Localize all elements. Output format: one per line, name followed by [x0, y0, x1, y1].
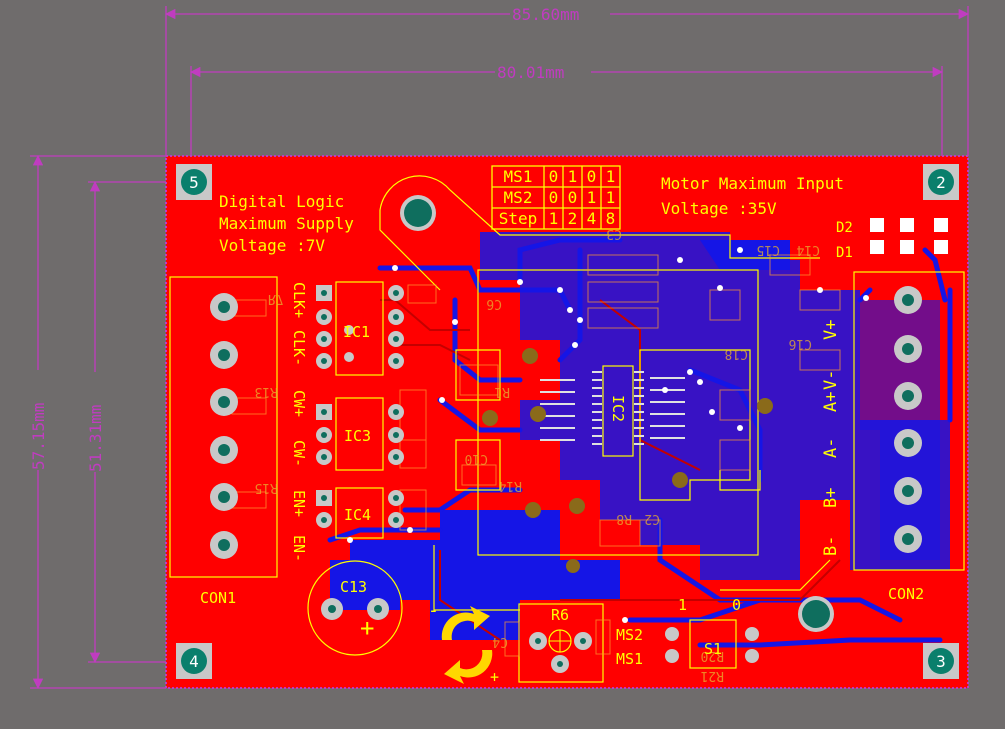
con1-pin-label: CLK+	[290, 282, 308, 318]
con1-pin-label: CLK-	[290, 330, 308, 366]
corner-label-4: 4	[189, 652, 199, 671]
step-table-cell: 1	[587, 188, 597, 207]
svg-text:R7: R7	[268, 291, 284, 306]
step-table-cell: 1	[606, 167, 616, 186]
svg-text:C14: C14	[796, 242, 820, 257]
motor-input-line-2: Voltage :35V	[661, 199, 777, 218]
s1-pads	[665, 627, 759, 663]
svg-text:C15: C15	[757, 242, 780, 257]
c13-plus: +	[360, 614, 374, 642]
ic4-label: IC4	[344, 506, 371, 524]
r6-label: R6	[551, 606, 569, 624]
motor-input-line-1: Motor Maximum Input	[661, 174, 844, 193]
corner-label-2: 2	[936, 173, 946, 192]
con1-pin-label: CW+	[290, 390, 308, 417]
svg-text:R8: R8	[616, 511, 632, 526]
s1-label: S1	[704, 640, 722, 658]
small-vias	[347, 247, 869, 623]
c13-label: C13	[340, 578, 367, 596]
svg-text:R1: R1	[494, 384, 510, 399]
corner-mount-pads: 5 2 4 3	[176, 164, 959, 679]
dim-width-outer: 85.60mm	[512, 5, 579, 24]
con2-pin-label: B-	[821, 536, 841, 556]
ic1-label: IC1	[343, 323, 370, 341]
dim-height-outer: 57.15mm	[29, 403, 48, 470]
con2-pin-label: V-	[821, 370, 841, 390]
logic-supply-line-3: Voltage :7V	[219, 236, 325, 255]
corner-label-3: 3	[936, 652, 946, 671]
con2-pin-label: B+	[821, 488, 841, 508]
svg-text:C6: C6	[486, 296, 502, 311]
svg-text:C18: C18	[725, 346, 748, 361]
svg-text:R20: R20	[701, 648, 724, 663]
svg-text:C3: C3	[606, 226, 622, 241]
con2-outline	[853, 271, 965, 571]
plus-label: +	[490, 668, 499, 686]
switch-zero-label: 0	[732, 596, 741, 614]
con1-pin-label: EN+	[290, 490, 308, 517]
rotate-logo	[441, 606, 493, 684]
minus-label: -	[428, 600, 439, 621]
svg-text:C4: C4	[492, 634, 508, 649]
ms2-label: MS2	[616, 626, 643, 644]
switch-one-label: 1	[678, 596, 687, 614]
step-table-cell: 0	[587, 167, 597, 186]
ic3-label: IC3	[344, 427, 371, 445]
d2-label: D2	[836, 220, 853, 236]
step-table-cell: 1	[549, 209, 559, 228]
svg-text:C10: C10	[465, 451, 488, 466]
r6-pads	[529, 629, 592, 673]
con1-outline	[169, 276, 278, 578]
svg-text:R21: R21	[701, 668, 724, 683]
svg-text:R14: R14	[498, 478, 522, 493]
dimension-labels: 85.60mm 80.01mm 57.15mm 51.31mm	[28, 5, 610, 472]
con1-label: CON1	[200, 589, 236, 607]
c13-pads	[321, 598, 389, 620]
diode-pads	[870, 218, 948, 254]
svg-text:R15: R15	[255, 480, 278, 495]
con2-pin-label: A+	[821, 392, 841, 412]
step-table-cell: 1	[606, 188, 616, 207]
step-table-row-label: Step	[499, 209, 538, 228]
step-table-row-label: MS2	[504, 188, 533, 207]
silkscreen-layer	[169, 175, 965, 683]
bottom-side-footprints	[231, 254, 841, 657]
logic-supply-line-1: Digital Logic	[219, 192, 344, 211]
step-table-cell: 0	[549, 167, 559, 186]
con2-pin-label: V+	[821, 320, 841, 340]
step-table-row-label: MS1	[504, 167, 533, 186]
con1-pin-label: EN-	[290, 535, 308, 562]
con2-pin-label: A-	[821, 438, 841, 458]
vias	[482, 348, 773, 573]
step-table-cell: 2	[568, 209, 578, 228]
d1-label: D1	[836, 245, 853, 261]
optocoupler-pads	[316, 285, 404, 528]
logic-supply-line-2: Maximum Supply	[219, 214, 354, 233]
step-table-cell: 8	[606, 209, 616, 228]
step-table-cell: 0	[549, 188, 559, 207]
mounting-holes	[400, 195, 834, 632]
dim-height-inner: 51.31mm	[86, 405, 105, 472]
step-table-cell: 0	[568, 188, 578, 207]
step-table-cell: 1	[568, 167, 578, 186]
ms1-label: MS1	[616, 650, 643, 668]
dim-width-inner: 80.01mm	[497, 63, 564, 82]
con1-pin-label: CW-	[290, 440, 308, 467]
svg-text:R13: R13	[255, 384, 278, 399]
con2-label: CON2	[888, 585, 924, 603]
con2-pads	[894, 286, 922, 553]
con1-pads	[210, 293, 238, 559]
ic2-label: IC2	[609, 395, 627, 422]
step-table-outline	[491, 165, 621, 230]
corner-label-5: 5	[189, 173, 199, 192]
step-table-cell: 4	[587, 209, 597, 228]
svg-text:C2: C2	[644, 511, 660, 526]
svg-text:C16: C16	[789, 336, 812, 351]
